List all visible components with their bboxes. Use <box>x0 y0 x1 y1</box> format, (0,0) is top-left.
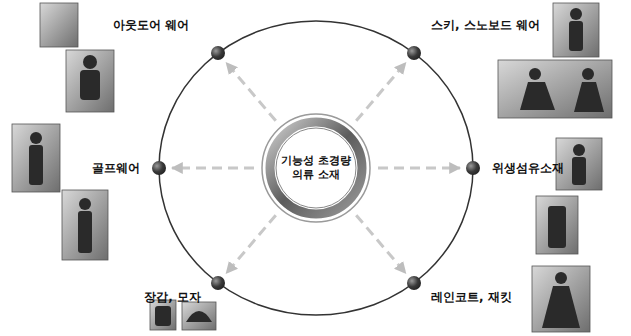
category-label: 아웃도어 웨어 <box>113 18 189 32</box>
category-label: 골프웨어 <box>92 161 140 175</box>
category-label: 위생섬유소재 <box>492 161 564 175</box>
category-dot: 스키, 스노보드 웨어 <box>407 46 421 60</box>
radial-arrow <box>226 215 275 273</box>
radial-arrow <box>378 167 460 170</box>
category-dot: 위생섬유소재 <box>466 161 480 175</box>
category-label: 레인코트, 재킷 <box>431 290 512 304</box>
outer-circle <box>159 21 473 315</box>
photo-thumbnails <box>12 3 612 332</box>
category-dot: 장갑, 모자 <box>211 276 225 290</box>
category-dot: 골프웨어 <box>152 161 166 175</box>
radial-arrow <box>226 63 275 121</box>
radial-arrow <box>356 63 405 121</box>
category-dot: 아웃도어 웨어 <box>211 46 225 60</box>
radial-arrow <box>172 167 254 170</box>
radial-arrow <box>356 215 405 273</box>
category-dot: 레인코트, 재킷 <box>407 276 421 290</box>
category-label: 장갑, 모자 <box>144 290 201 304</box>
category-label: 스키, 스노보드 웨어 <box>431 18 540 32</box>
center-title: 기능성 초경량 의류 소재 <box>279 154 353 182</box>
figure-silhouettes <box>29 8 604 328</box>
center-ring: 기능성 초경량 의류 소재 <box>260 112 372 224</box>
